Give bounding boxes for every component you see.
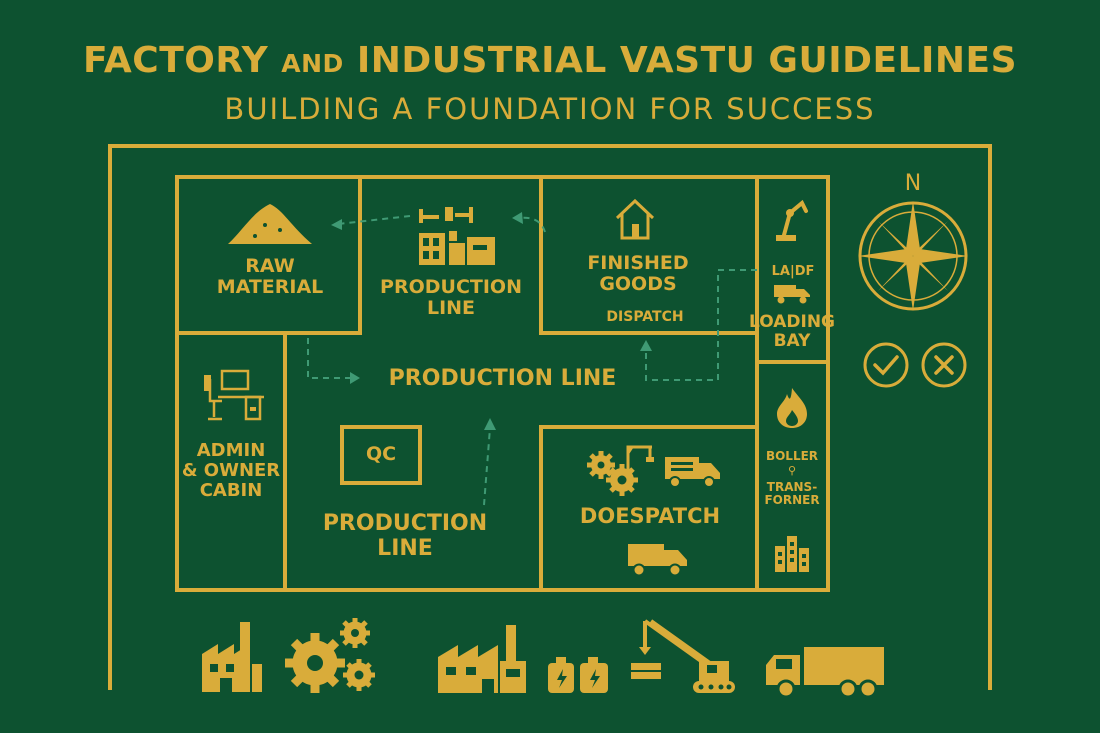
finished-goods-wall [539,177,757,335]
flow-arrows [307,215,757,506]
truck-icon [766,647,884,699]
flow-arrow-4 [645,269,757,381]
doespatch-label: DOESPATCH [579,504,721,528]
building-outline [175,175,830,592]
qc-box [340,425,422,485]
loading-bay-label: LOADING BAY [749,312,835,352]
production-center-label: PRODUCTION LINE [388,366,617,391]
factory-icon [202,622,262,692]
production-bottom-label: PRODUCTION LINE [322,511,488,561]
flow-arrow-5 [483,427,491,506]
admin-label: ADMIN & OWNER CABIN [181,440,281,502]
building-icon [775,536,809,572]
finished-goods-label: FINISHED GOODS [587,252,689,296]
boiler-label: BOLLER [765,449,819,463]
gears-icon [285,618,375,693]
site-boundary [108,144,992,690]
check-icon [863,342,909,388]
fire-icon [777,388,807,428]
gears-icon [587,451,638,496]
raw-material-wall [177,177,362,335]
house-icon [615,198,655,240]
transformer-symbol: ⚲ [787,464,797,477]
compass-icon [858,201,968,311]
flow-arrow-2 [519,216,546,233]
qc-label: QC [365,443,397,465]
compass-north-label: N [904,171,922,196]
title-part2: INDUSTRIAL VASTU GUIDELINES [356,40,1018,81]
transformer-label: TRANS- FORNER [764,480,820,508]
title-and: AND [281,49,344,78]
cross-icon [921,342,967,388]
loading-sign: LA|DF [771,264,815,279]
raw-material-label: RAW MATERIAL [216,255,324,299]
truck-icon [665,457,720,488]
dispatch-small-label: DISPATCH [606,309,684,325]
flow-arrow-1 [337,215,411,225]
production-top-label: PRODUCTION LINE [380,276,522,320]
loading-truck-icon [774,285,810,304]
truck-icon [628,544,687,577]
title-part1: FACTORY [82,40,269,81]
battery-icon [548,657,608,693]
sand-pile-icon [228,204,312,244]
flow-arrow-3 [307,338,352,379]
page-subtitle: BUILDING A FOUNDATION FOR SUCCESS [224,92,876,126]
doespatch-wall [539,425,757,590]
desk-chair-icon [204,369,264,421]
crane-icon [631,619,735,693]
production-machine-icon [419,207,495,265]
factory-icon [438,625,526,693]
robot-arm-icon [776,199,808,241]
crane-icon [626,445,654,471]
page-title: FACTORY AND INDUSTRIAL VASTU GUIDELINES [0,40,1100,81]
